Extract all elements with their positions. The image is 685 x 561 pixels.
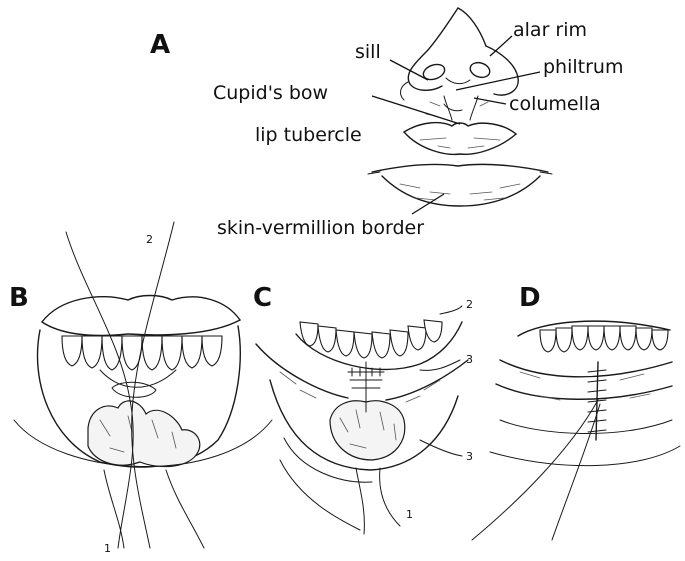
panel-c-teeth: [300, 320, 442, 358]
leader-alar-rim: [490, 36, 512, 56]
label-columella: columella: [509, 93, 601, 115]
leader-cupids-bow: [372, 96, 460, 124]
panel-b-labels: B 2 1: [9, 233, 153, 555]
label-alar-rim: alar rim: [513, 19, 587, 41]
panel-d-labels: D: [519, 283, 541, 313]
leader-columella: [474, 98, 506, 104]
panel-b-teeth: [62, 336, 222, 370]
panel-c-illustration: [256, 306, 468, 534]
panel-d-illustration: [472, 321, 680, 540]
suture-number-c-1: 1: [406, 508, 413, 521]
suture-number-b-2: 2: [146, 233, 153, 246]
panel-a-labels: A alar rim sill philtrum Cupid's bow col…: [150, 19, 623, 239]
label-cupids-bow: Cupid's bow: [213, 82, 328, 104]
panel-d-teeth: [540, 326, 668, 352]
panel-letter-b: B: [9, 283, 29, 313]
suture-number-b-1: 1: [104, 542, 111, 555]
label-lip-tubercle: lip tubercle: [255, 124, 362, 146]
label-sill: sill: [355, 41, 381, 63]
suture-number-c-3-lower: 3: [466, 450, 473, 463]
label-philtrum: philtrum: [543, 56, 623, 78]
suture-number-c-3-upper: 3: [466, 353, 473, 366]
suture-number-c-2: 2: [466, 298, 473, 311]
panel-letter-d: D: [519, 283, 541, 313]
panel-letter-a: A: [150, 30, 170, 60]
label-skin-vermillion-border: skin-vermillion border: [217, 217, 424, 239]
panel-b-illustration: [14, 222, 272, 548]
panel-letter-c: C: [253, 283, 272, 313]
